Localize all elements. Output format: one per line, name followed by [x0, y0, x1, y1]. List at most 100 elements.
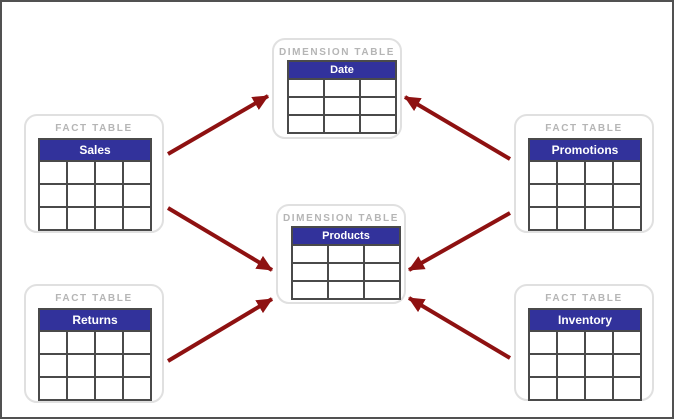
table-cell — [558, 355, 584, 376]
table-cell — [558, 378, 584, 399]
table-grid — [40, 332, 150, 399]
table-cell — [586, 185, 612, 206]
table-grid — [530, 332, 640, 399]
table-grid — [289, 80, 395, 132]
table-cell — [530, 208, 556, 229]
table-cell — [586, 162, 612, 183]
table-cell — [289, 116, 323, 132]
table-cell — [68, 162, 94, 183]
table-cell — [124, 185, 150, 206]
table-cell — [325, 98, 359, 114]
table-cell — [614, 355, 640, 376]
table-cell — [96, 208, 122, 229]
table-cell — [40, 355, 66, 376]
table-cell — [558, 332, 584, 353]
table-sales: Sales — [38, 138, 152, 231]
table-cell — [361, 98, 395, 114]
table-cell — [68, 332, 94, 353]
table-title: Products — [293, 228, 399, 246]
edge-returns-products — [166, 297, 274, 363]
table-cell — [558, 162, 584, 183]
node-promotions: FACT TABLE Promotions — [514, 114, 654, 233]
table-cell — [558, 185, 584, 206]
table-cell — [96, 162, 122, 183]
table-cell — [361, 116, 395, 132]
table-cell — [96, 332, 122, 353]
table-cell — [40, 185, 66, 206]
table-title: Returns — [40, 310, 150, 332]
table-cell — [96, 355, 122, 376]
table-cell — [124, 378, 150, 399]
node-date: DIMENSION TABLE Date — [272, 38, 402, 139]
table-cell — [293, 246, 327, 262]
node-kind-label: FACT TABLE — [55, 123, 133, 134]
table-cell — [289, 80, 323, 96]
table-cell — [124, 162, 150, 183]
table-cell — [530, 162, 556, 183]
table-cell — [289, 98, 323, 114]
table-grid — [40, 162, 150, 229]
table-cell — [614, 378, 640, 399]
edge-promotions-date — [403, 95, 512, 161]
table-cell — [614, 332, 640, 353]
node-kind-label: DIMENSION TABLE — [278, 47, 396, 58]
table-cell — [558, 208, 584, 229]
node-returns: FACT TABLE Returns — [24, 284, 164, 403]
table-cell — [586, 332, 612, 353]
table-cell — [329, 282, 363, 298]
table-cell — [365, 282, 399, 298]
table-grid — [530, 162, 640, 229]
table-title: Inventory — [530, 310, 640, 332]
table-products: Products — [291, 226, 401, 300]
node-sales: FACT TABLE Sales — [24, 114, 164, 233]
node-inventory: FACT TABLE Inventory — [514, 284, 654, 401]
table-cell — [365, 264, 399, 280]
table-cell — [68, 208, 94, 229]
table-cell — [68, 378, 94, 399]
table-cell — [68, 355, 94, 376]
table-cell — [329, 246, 363, 262]
node-kind-label: FACT TABLE — [545, 293, 623, 304]
table-cell — [96, 185, 122, 206]
table-cell — [530, 185, 556, 206]
table-cell — [530, 355, 556, 376]
table-cell — [586, 355, 612, 376]
table-title: Sales — [40, 140, 150, 162]
table-title: Promotions — [530, 140, 640, 162]
table-cell — [293, 264, 327, 280]
table-cell — [614, 162, 640, 183]
table-cell — [40, 208, 66, 229]
table-cell — [586, 208, 612, 229]
table-cell — [40, 162, 66, 183]
table-inventory: Inventory — [528, 308, 642, 401]
table-cell — [586, 378, 612, 399]
table-cell — [530, 332, 556, 353]
edge-sales-products — [166, 206, 274, 272]
table-grid — [293, 246, 399, 298]
table-cell — [365, 246, 399, 262]
table-promotions: Promotions — [528, 138, 642, 231]
table-returns: Returns — [38, 308, 152, 401]
table-date: Date — [287, 60, 397, 134]
edge-sales-date — [166, 94, 270, 156]
table-cell — [124, 208, 150, 229]
table-cell — [361, 80, 395, 96]
edge-inventory-products — [407, 296, 512, 360]
table-cell — [325, 80, 359, 96]
table-cell — [124, 355, 150, 376]
table-cell — [68, 185, 94, 206]
table-cell — [530, 378, 556, 399]
table-cell — [329, 264, 363, 280]
table-cell — [124, 332, 150, 353]
node-products: DIMENSION TABLE Products — [276, 204, 406, 304]
table-cell — [96, 378, 122, 399]
table-cell — [614, 185, 640, 206]
table-title: Date — [289, 62, 395, 80]
node-kind-label: FACT TABLE — [545, 123, 623, 134]
table-cell — [40, 332, 66, 353]
edge-promotions-products — [408, 211, 511, 272]
node-kind-label: DIMENSION TABLE — [282, 213, 400, 224]
table-cell — [293, 282, 327, 298]
